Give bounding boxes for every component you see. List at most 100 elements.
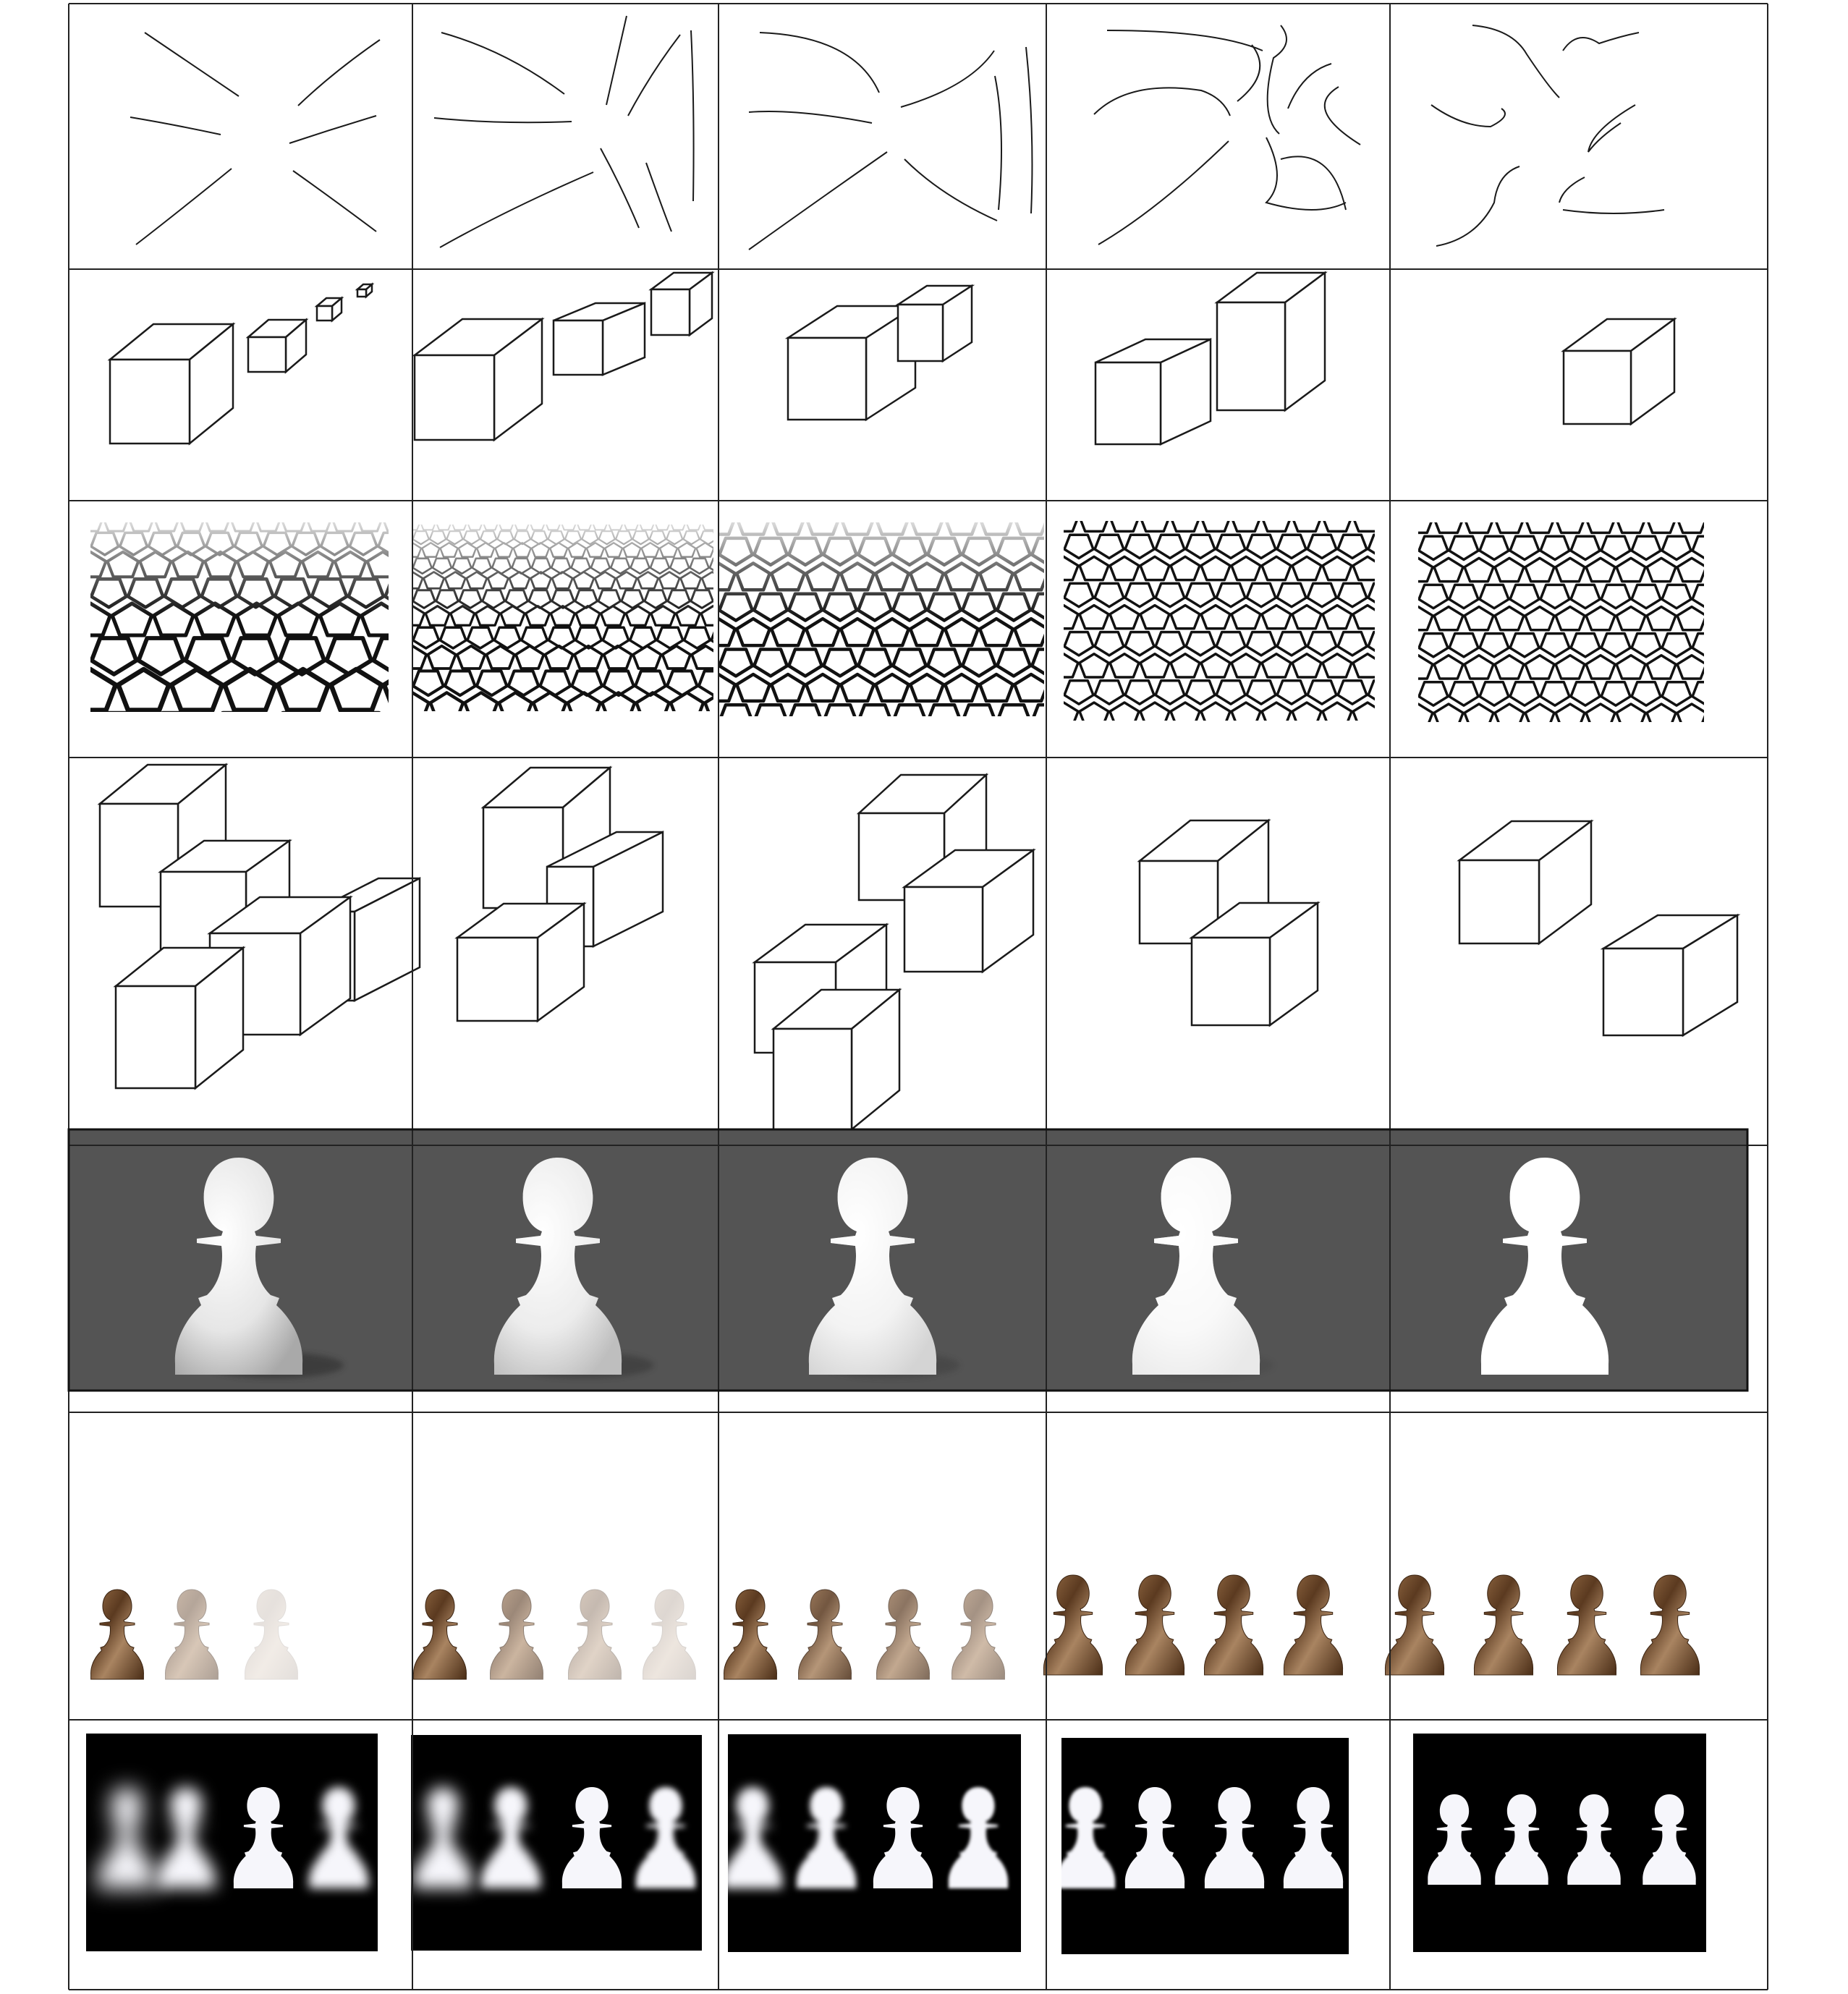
pentagon-tile bbox=[1632, 731, 1661, 754]
cube-front bbox=[787, 336, 868, 421]
textured-pawn bbox=[1384, 1574, 1445, 1676]
tiling-fade bbox=[412, 525, 713, 711]
stroke-line bbox=[439, 171, 594, 248]
pentagon-tile bbox=[1433, 605, 1465, 632]
pentagon-tile bbox=[1124, 582, 1156, 608]
pentagon-tile bbox=[281, 710, 321, 712]
pawn-wood bbox=[1473, 1574, 1534, 1676]
pentagon-tile bbox=[1418, 632, 1449, 658]
pentagon-tile bbox=[1352, 555, 1375, 582]
pentagon-tile bbox=[1661, 681, 1692, 707]
pentagon-tile bbox=[1291, 701, 1323, 721]
textured-pawn bbox=[724, 1589, 777, 1680]
pentagon-tile bbox=[1064, 533, 1095, 560]
pentagon-tile bbox=[1232, 521, 1260, 533]
pentagon-tile bbox=[1306, 533, 1338, 560]
rendered-pawn-2 bbox=[493, 1158, 654, 1378]
row-cube-perspective bbox=[107, 271, 1677, 446]
textured-pawn bbox=[643, 1589, 696, 1680]
pentagon-tile bbox=[1352, 701, 1375, 721]
pentagon-tile bbox=[1554, 703, 1586, 722]
pentagon-tile bbox=[1245, 679, 1277, 705]
pentagon-tile bbox=[1525, 522, 1554, 535]
pentagon-tile bbox=[1569, 535, 1601, 561]
pentagon-tile bbox=[341, 710, 381, 712]
pentagon-tile bbox=[221, 710, 260, 712]
pawn-wood bbox=[724, 1589, 777, 1680]
cube bbox=[552, 302, 646, 376]
pentagon-tile bbox=[1336, 679, 1368, 705]
pentagon-tile bbox=[1554, 605, 1586, 632]
pentagon-tile bbox=[1109, 653, 1140, 679]
cube-front bbox=[650, 288, 691, 336]
pawn-wood bbox=[245, 1589, 298, 1680]
pentagon-tile bbox=[1661, 535, 1692, 561]
stroke-line bbox=[645, 162, 672, 232]
pentagon-tile bbox=[1630, 583, 1662, 610]
pentagon-tile bbox=[1078, 701, 1110, 721]
tiling-fade bbox=[719, 522, 1044, 716]
pentagon-tile bbox=[1184, 533, 1216, 560]
pentagon-tile bbox=[1245, 533, 1277, 560]
tiling-pattern bbox=[90, 522, 389, 712]
textured-pawns-cell-1 bbox=[90, 1589, 298, 1680]
pentagon-tile bbox=[1661, 632, 1692, 658]
cube bbox=[648, 271, 715, 337]
pentagon-tile bbox=[1260, 653, 1292, 679]
textured-pawn bbox=[951, 1589, 1005, 1680]
pentagon-tile bbox=[1139, 701, 1171, 721]
pentagon-tile bbox=[562, 722, 598, 750]
mask-pawn bbox=[308, 1787, 369, 1888]
stroke-line bbox=[1106, 30, 1263, 51]
mask-pawns bbox=[96, 1787, 369, 1888]
mask-pawn bbox=[480, 1787, 541, 1888]
cube bbox=[1561, 317, 1677, 426]
pentagon-tile bbox=[1184, 679, 1216, 705]
pentagon-tile bbox=[525, 722, 560, 750]
rendered-pawn-1 bbox=[174, 1158, 344, 1378]
pentagon-tile bbox=[771, 730, 805, 757]
pentagon-tile bbox=[1524, 703, 1556, 722]
pentagon-tile bbox=[1184, 630, 1216, 657]
stroke-line bbox=[1559, 177, 1585, 203]
overlap-cubes-cell-4 bbox=[1137, 818, 1321, 1027]
textured-pawn bbox=[1473, 1574, 1534, 1676]
mask-cell-4 bbox=[1061, 1738, 1349, 1954]
stroke-line bbox=[289, 115, 377, 144]
pentagon-tile bbox=[980, 730, 1013, 757]
cube-front bbox=[1458, 859, 1540, 945]
pentagon-tile bbox=[1691, 583, 1704, 608]
pentagon-tile bbox=[1554, 654, 1586, 680]
pentagon-tile bbox=[1433, 654, 1465, 680]
pentagon-tile bbox=[1245, 582, 1277, 608]
pentagon-tile bbox=[1276, 582, 1307, 608]
mask-pawn bbox=[156, 1787, 216, 1888]
pentagon-tile bbox=[1373, 607, 1402, 630]
stroke-line bbox=[1265, 137, 1347, 211]
pentagon-tile bbox=[945, 730, 978, 757]
pentagon-tile bbox=[1014, 730, 1048, 757]
pentagon-tile bbox=[1615, 556, 1647, 583]
pentagon-tile bbox=[1676, 703, 1704, 722]
stroke-line bbox=[900, 50, 995, 108]
pentagon-tile bbox=[1554, 556, 1586, 583]
pentagon-tile bbox=[1708, 558, 1737, 581]
pentagon-tile bbox=[1493, 703, 1525, 722]
row-overlapping-cubes bbox=[97, 763, 1741, 1132]
pentagon-tile bbox=[1169, 603, 1201, 630]
pentagon-tile bbox=[1449, 731, 1478, 754]
mask-pawn bbox=[1204, 1787, 1265, 1888]
textured-pawn bbox=[1043, 1574, 1103, 1676]
strokes-cell-4 bbox=[1093, 25, 1361, 245]
cube-front bbox=[903, 886, 984, 973]
pentagon-tile bbox=[1124, 679, 1156, 705]
pawn-wood bbox=[1043, 1574, 1103, 1676]
pentagon-tile bbox=[1260, 603, 1292, 630]
pentagon-tile bbox=[1034, 729, 1063, 752]
pentagon-tile bbox=[1373, 704, 1402, 727]
pentagon-tile bbox=[1478, 681, 1510, 707]
pentagon-tile bbox=[1556, 522, 1585, 535]
mask-background bbox=[411, 1735, 702, 1951]
pentagon-tile bbox=[1586, 522, 1615, 535]
